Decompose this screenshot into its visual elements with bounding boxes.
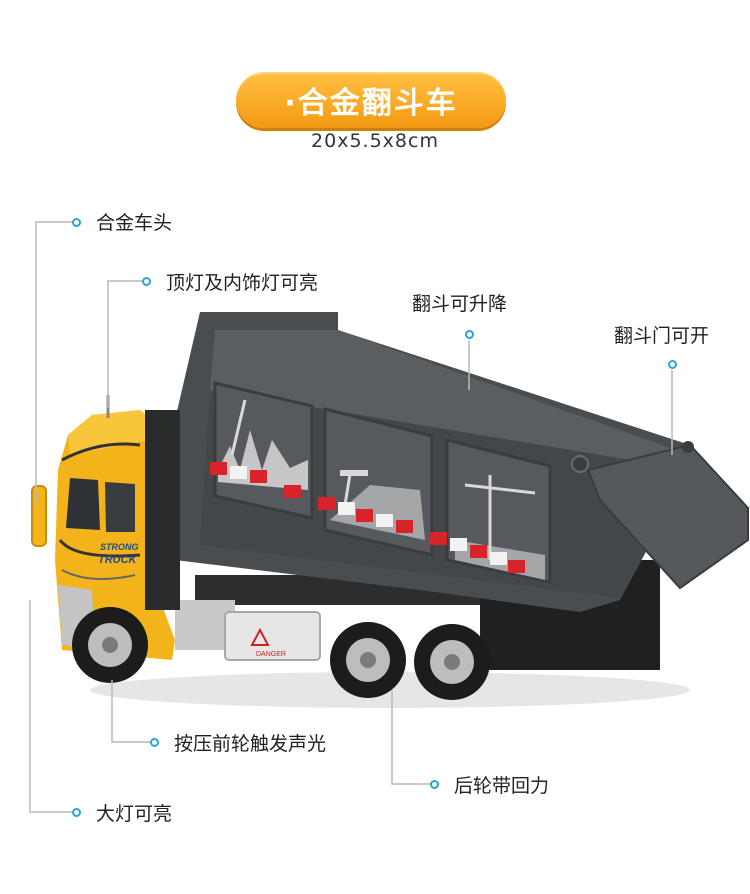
rear-wheel-1 (330, 622, 406, 698)
product-title-badge: ·合金翻斗车 (236, 72, 506, 128)
product-title: ·合金翻斗车 (284, 86, 458, 121)
callout-dot-front-wheel (150, 738, 159, 747)
danger-sticker: DANGER (256, 651, 286, 658)
rear-wheel-2 (414, 624, 490, 700)
callout-alloy-cab: 合金车头 (96, 212, 173, 234)
callout-top-light: 顶灯及内饰灯可亮 (166, 272, 319, 294)
cab-logo-top: STRONG (100, 542, 139, 552)
product-size: 20x5.5x8cm (311, 130, 439, 152)
callout-dot-alloy-cab (72, 218, 81, 227)
callout-dot-rear-wheel (430, 780, 439, 789)
front-wheel (72, 607, 148, 683)
callout-bucket-door: 翻斗门可开 (614, 325, 710, 347)
callout-front-wheel-sound: 按压前轮触发声光 (174, 733, 327, 755)
truck-cab: STRONG TRUCK (31, 395, 180, 660)
cab-logo-bottom: TRUCK (98, 554, 138, 566)
callout-rear-wheel-pullback: 后轮带回力 (454, 775, 550, 797)
callout-dot-bucket-door (668, 360, 677, 369)
callout-headlight: 大灯可亮 (96, 803, 173, 825)
callout-dot-top-light (142, 277, 151, 286)
callout-bucket-lift: 翻斗可升降 (412, 293, 508, 315)
callout-dot-bucket-lift (465, 330, 474, 339)
callout-dot-headlight (72, 808, 81, 817)
dump-bucket (175, 312, 749, 612)
